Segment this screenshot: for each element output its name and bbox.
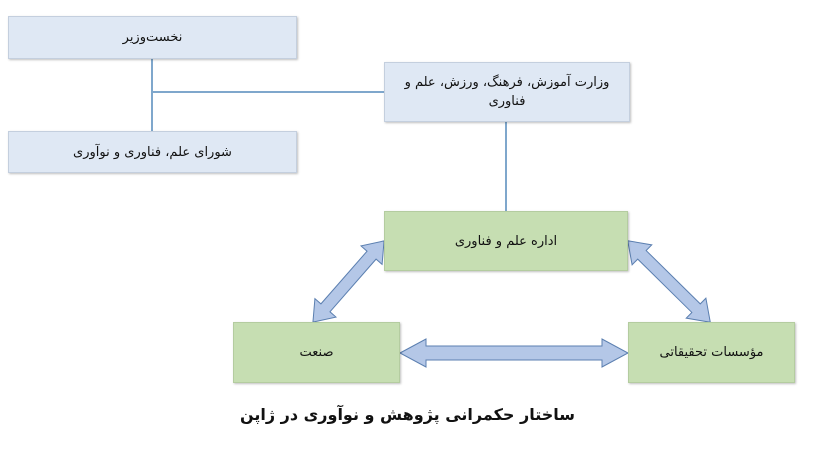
double-arrow-industry-research [398, 338, 630, 368]
node-research-institutes: مؤسسات تحقیقاتی [628, 322, 795, 383]
node-st-bureau: اداره علم و فناوری [384, 211, 628, 271]
node-label: اداره علم و فناوری [454, 233, 558, 249]
node-label: نخست‌وزیر [122, 30, 183, 45]
node-label: شورای علم، فناوری و نوآوری [73, 144, 232, 160]
node-label: صنعت [299, 345, 334, 360]
node-label: وزارت آموزش، فرهنگ، ورزش، علم و فناوری [404, 75, 610, 109]
node-prime-minister: نخست‌وزیر [8, 16, 297, 59]
node-council: شورای علم، فناوری و نوآوری [8, 131, 297, 173]
node-ministry: وزارت آموزش، فرهنگ، ورزش، علم و فناوری [384, 62, 630, 122]
double-arrow-bureau-industry [312, 240, 385, 323]
figure-caption: ساختار حکمرانی پژوهش و نوآوری در ژاپن [239, 405, 576, 424]
double-arrow-bureau-research [627, 240, 711, 323]
node-industry: صنعت [233, 322, 400, 383]
node-label: مؤسسات تحقیقاتی [659, 345, 764, 360]
